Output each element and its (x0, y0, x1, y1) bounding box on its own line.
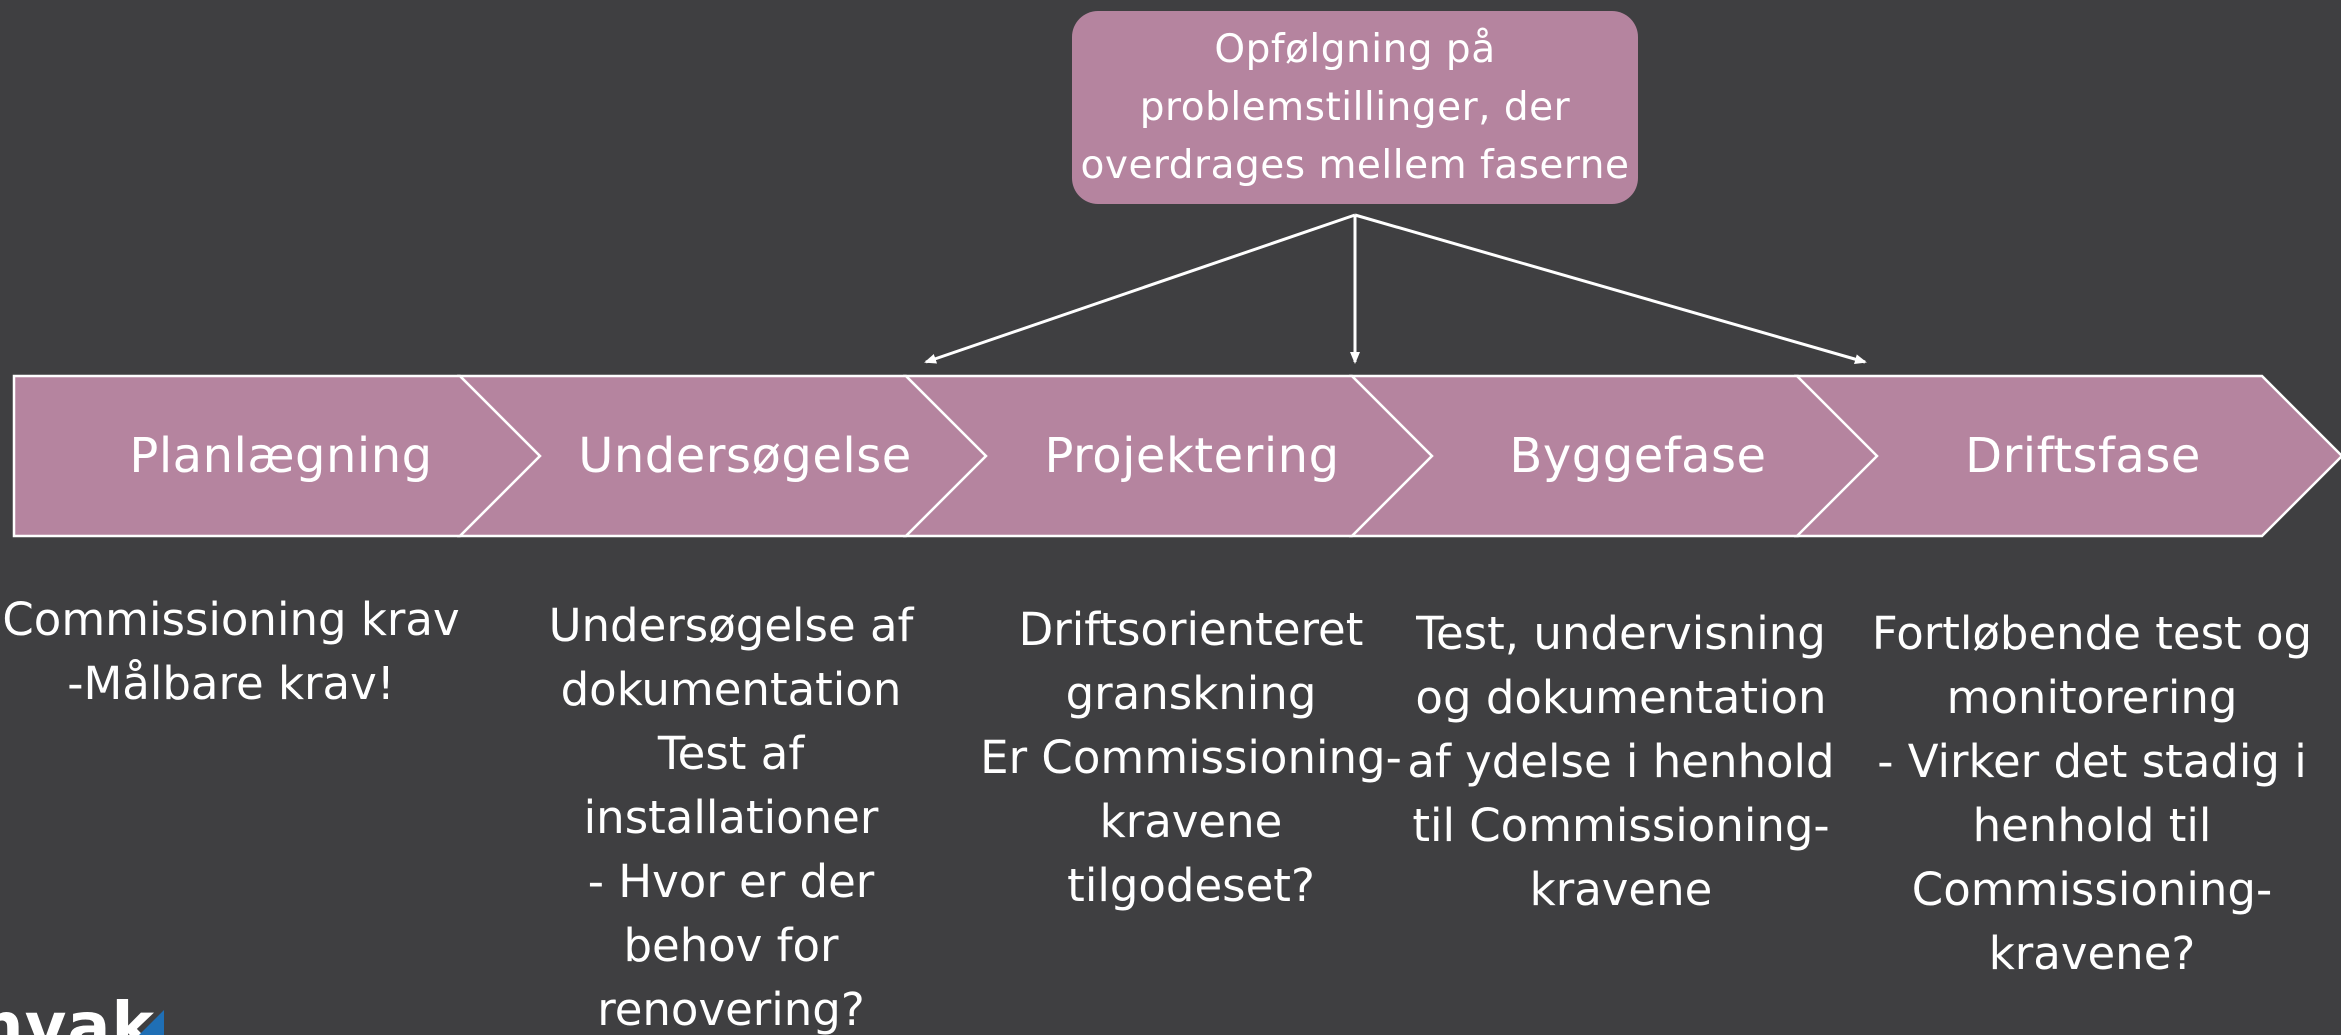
phase-label-projektering: Projektering (1044, 428, 1340, 484)
follow-up-text: Opfølgning på problemstillinger, der ove… (1080, 26, 1630, 188)
logo-accent-mark (138, 1010, 164, 1035)
connector-arrows (924, 213, 1867, 365)
phase-description-driftsfase: Fortløbende test og monitorering - Virke… (1871, 607, 2313, 980)
phase-label-undersoegelse: Undersøgelse (578, 428, 912, 484)
company-logo: nvak (0, 990, 156, 1035)
follow-up-box: Opfølgning på problemstillinger, der ove… (1072, 11, 1638, 204)
arrow-to-projektering-start (924, 213, 1356, 364)
phase-label-byggefase: Byggefase (1509, 428, 1767, 484)
phase-description-projektering: Driftsorienteret granskning Er Commissio… (980, 603, 1402, 912)
phase-description-undersoegelse: Undersøgelse af dokumentation Test af in… (548, 599, 914, 1035)
phase-chevron-5 (1793, 374, 2341, 538)
phase-label-planlaegning: Planlægning (129, 428, 433, 484)
phase-label-driftsfase: Driftsfase (1965, 428, 2201, 484)
phase-description-planlaegning: Commissioning krav -Målbare krav! (2, 593, 460, 710)
arrow-to-driftsfase-start (1354, 213, 1867, 365)
phase-description-byggefase: Test, undervisning og dokumentation af y… (1407, 607, 1835, 916)
phase-chevron-band (12, 374, 2341, 538)
